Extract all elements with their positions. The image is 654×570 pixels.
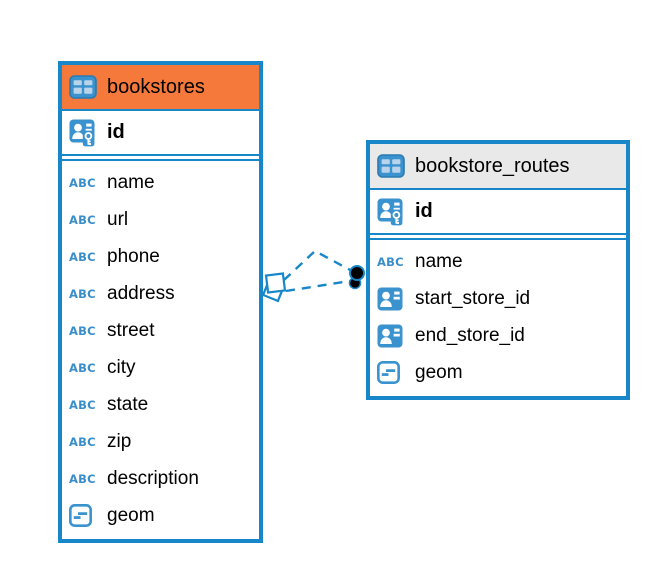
column-row-description[interactable]: ABC description [62,460,259,497]
column-row-address[interactable]: ABC address [62,275,259,312]
column-row-street[interactable]: ABC street [62,312,259,349]
column-row-city[interactable]: ABC city [62,349,259,386]
column-label: address [107,282,175,304]
table-icon [69,75,97,99]
foreign-key-icon [377,324,403,347]
text-type-icon: ABC [69,471,96,486]
text-type-icon: ABC [69,212,96,227]
geometry-icon [69,504,92,527]
column-type-icon-slot [69,504,98,527]
relationship-source-marker-diamond [261,272,287,303]
text-type-icon: ABC [69,360,96,375]
foreign-key-icon [377,287,403,310]
column-row-start_store_id[interactable]: start_store_id [370,280,626,317]
column-type-icon-slot: ABC [69,324,98,338]
column-type-icon-slot: ABC [69,213,98,227]
column-label: phone [107,245,160,267]
primary-key-label: id [107,121,125,143]
column-type-icon-slot [377,287,406,311]
table-icon [377,154,405,178]
table-title: bookstore_routes [415,154,570,177]
column-row-end_store_id[interactable]: end_store_id [370,317,626,354]
primary-key-row[interactable]: id [62,111,259,156]
primary-key-label: id [415,200,433,222]
column-type-icon-slot: ABC [69,176,98,190]
column-label: start_store_id [415,287,531,309]
column-type-icon-slot: ABC [69,472,98,486]
table-icon [377,154,406,178]
text-type-icon: ABC [69,249,96,264]
geometry-icon [377,361,400,384]
column-type-icon-slot: ABC [69,287,98,301]
primary-key-row[interactable]: id [370,190,626,235]
text-type-icon: ABC [69,323,96,338]
column-label: geom [107,504,155,526]
column-row-geom[interactable]: geom [370,354,626,391]
primary-key-icon [377,198,403,225]
column-label: end_store_id [415,324,525,346]
relationship-line-upper [283,249,353,281]
column-row-name[interactable]: ABC name [370,243,626,280]
column-label: url [107,208,129,230]
column-label: street [107,319,155,341]
table-icon [69,75,98,99]
column-row-geom[interactable]: geom [62,497,259,534]
column-label: name [415,250,463,272]
column-list: ABC name start_store_id end_store_id geom [370,238,626,396]
primary-key-icon [69,119,95,146]
relationship-lines[interactable] [283,249,353,293]
primary-key-icon [69,119,98,147]
column-type-icon-slot: ABC [69,435,98,449]
table-header[interactable]: bookstore_routes [370,144,626,190]
column-label: zip [107,430,132,452]
text-type-icon: ABC [69,286,96,301]
column-type-icon-slot: ABC [69,398,98,412]
text-type-icon: ABC [69,175,96,190]
text-type-icon: ABC [69,397,96,412]
column-type-icon-slot [377,361,406,384]
primary-key-icon [377,198,406,226]
column-type-icon-slot [377,324,406,348]
relationship-line-lower [285,279,351,293]
column-type-icon-slot: ABC [69,361,98,375]
table-title: bookstores [107,75,205,98]
column-row-zip[interactable]: ABC zip [62,423,259,460]
text-type-icon: ABC [377,254,404,269]
column-type-icon-slot: ABC [69,250,98,264]
column-label: name [107,171,155,193]
column-label: city [107,356,136,378]
relationship-target-marker-dot [348,265,365,290]
table-header[interactable]: bookstores [62,65,259,111]
column-label: geom [415,361,463,383]
column-type-icon-slot: ABC [377,255,406,269]
text-type-icon: ABC [69,434,96,449]
column-row-url[interactable]: ABC url [62,201,259,238]
column-row-state[interactable]: ABC state [62,386,259,423]
column-label: state [107,393,149,415]
column-row-phone[interactable]: ABC phone [62,238,259,275]
column-row-name[interactable]: ABC name [62,164,259,201]
column-label: description [107,467,199,489]
